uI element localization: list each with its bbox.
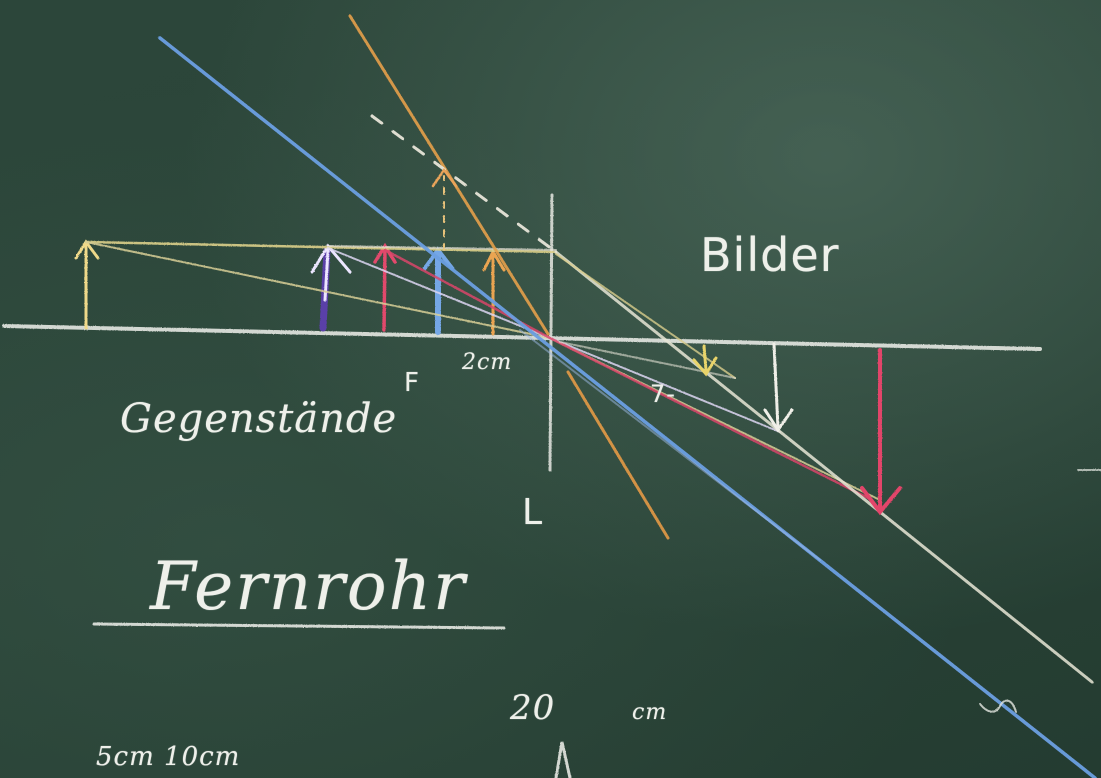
label-unit-cm: cm [632, 700, 668, 725]
label-bottom-distances: 5cm 10cm [96, 742, 241, 772]
title-heading: Fernrohr [150, 548, 467, 625]
object-arrow-yellow [74, 239, 100, 330]
image-arrow-white [763, 342, 794, 433]
image-arrow-red [860, 348, 902, 516]
label-lens: L [522, 492, 544, 533]
bottom-arrow-tip [554, 741, 572, 778]
object-arrow-red [373, 242, 397, 332]
ray-orange-dashed [370, 114, 558, 254]
object-arrow-violet [310, 243, 352, 332]
label-objects: Gegenstände [120, 396, 398, 442]
title-underline [92, 622, 506, 630]
label-focal-distance: 2cm [462, 350, 513, 375]
lens-line [548, 193, 554, 472]
object-arrow-orange [482, 248, 506, 336]
ray-blue-long [158, 36, 1097, 778]
label-distance-20: 20 [510, 688, 556, 728]
infinity-mark [979, 699, 1017, 713]
ray-orange-lower [566, 370, 670, 540]
virtual-image-arrowhead [431, 167, 458, 188]
label-ray-mark: 7- [650, 380, 676, 408]
label-focal-point: F [404, 368, 420, 398]
optical-axis [2, 324, 1042, 351]
ray-parallel-yellow [84, 240, 558, 254]
ray-blue-faint [519, 329, 821, 561]
image-arrow-yellow [692, 344, 718, 377]
label-images: Bilder [700, 228, 840, 282]
ray-refracted-white [554, 250, 1094, 684]
ray-center-red [383, 248, 874, 502]
object-arrow-blue [423, 246, 454, 335]
